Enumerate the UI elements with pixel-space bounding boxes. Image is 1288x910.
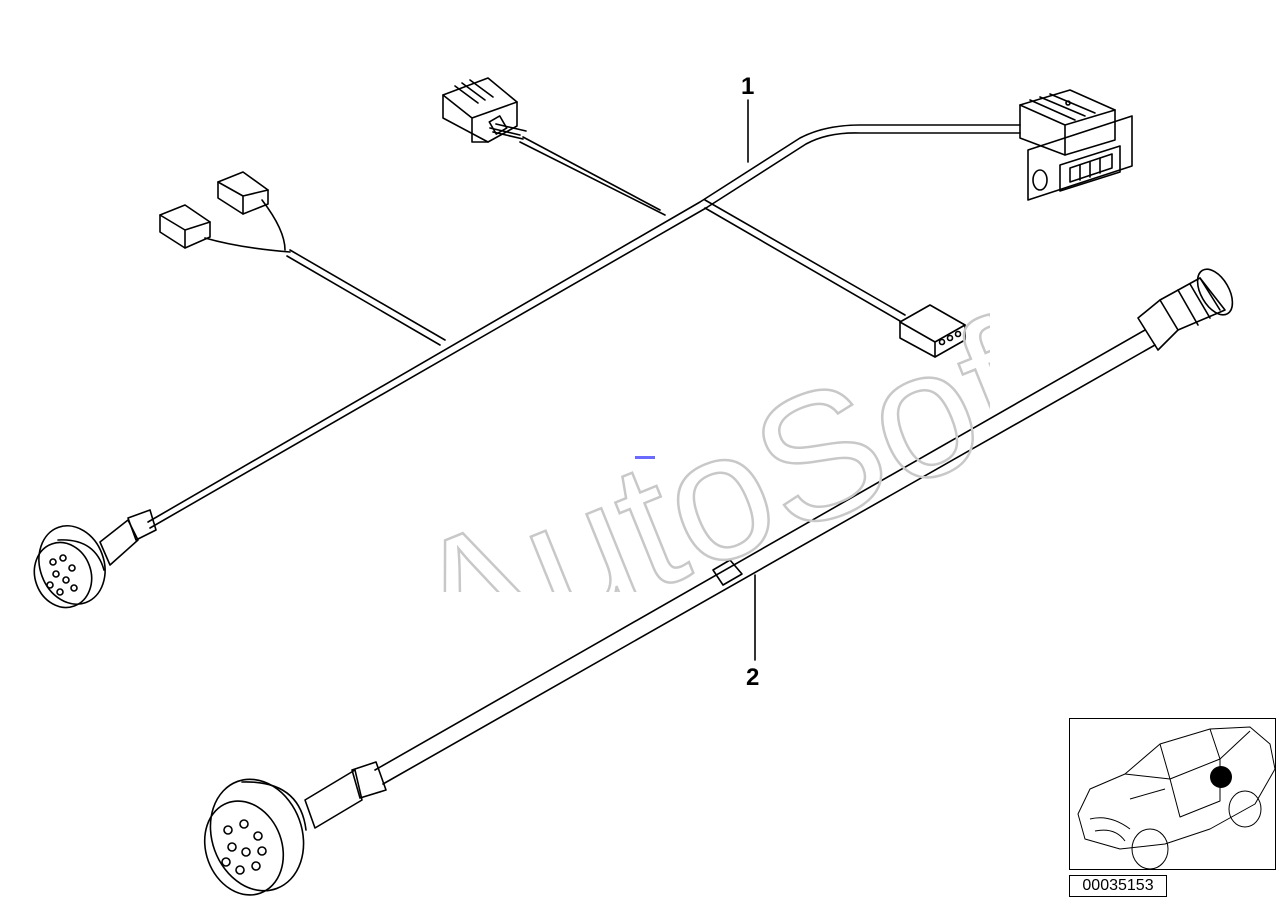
harness-2-sleeve [712, 559, 743, 586]
harness-1-thin-wire-b [261, 199, 286, 251]
harness-1-branch-left-inner [286, 255, 441, 346]
locator-thumbnail [1069, 718, 1276, 870]
twin-connector-icon [159, 171, 269, 249]
rect-connector-icon [442, 77, 527, 143]
harness-2-cable-inner [382, 344, 1156, 785]
car-icon [1077, 726, 1276, 870]
dsub-connector-icon [1019, 89, 1133, 201]
harness-1-branch-left [289, 249, 446, 341]
callout-1: 1 [741, 73, 755, 100]
part-number: 00035153 [1069, 875, 1167, 897]
harness-1 [33, 77, 1133, 609]
harness-1-branch-right-inner [704, 207, 901, 322]
callout-2: 2 [746, 664, 760, 691]
harness-1-thin-wire-a [204, 237, 291, 253]
cylinder-connector-icon [1137, 268, 1234, 351]
harness-1-branch-top-inner [522, 136, 661, 211]
harness-1-trunk-inner [149, 132, 1021, 529]
small-connector-icon [899, 304, 966, 358]
round-connector-icon [203, 761, 387, 896]
artifact-dash [635, 456, 655, 459]
harness-2-cable [374, 329, 1146, 771]
harness-1-branch-top [519, 141, 666, 216]
harness-1-ferrule [127, 509, 157, 541]
round-connector-icon [33, 519, 139, 609]
harness-2 [203, 268, 1234, 896]
harness-1-trunk [147, 124, 1021, 523]
harness-1-branch-right [704, 199, 906, 316]
locator-dot [1210, 766, 1232, 788]
